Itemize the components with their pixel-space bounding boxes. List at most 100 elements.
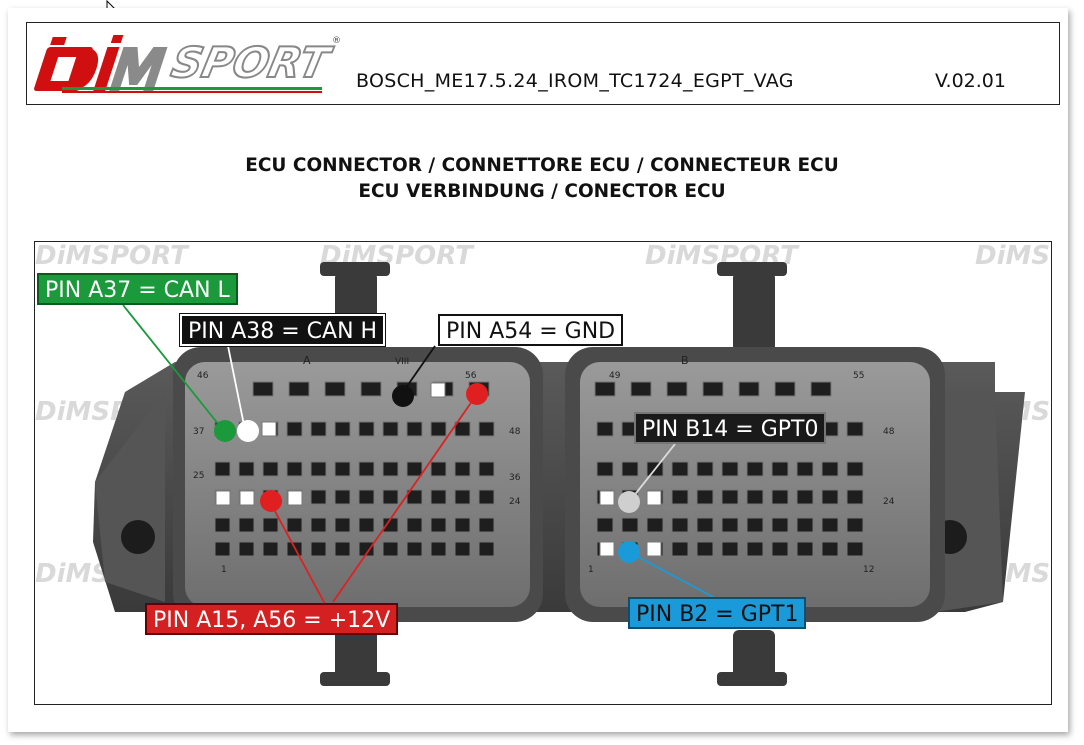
pin-socket	[596, 421, 614, 437]
mark-a-56: 56	[465, 371, 477, 381]
pin-socket	[696, 489, 714, 505]
pin-socket	[774, 381, 796, 397]
pin-marker-a38	[237, 420, 259, 442]
pin-socket	[406, 517, 423, 533]
pin-socket	[360, 381, 382, 397]
pin-socket	[621, 517, 639, 533]
highlight-square	[287, 490, 303, 506]
pin-socket	[334, 421, 351, 437]
mark-a-46: 46	[197, 371, 209, 381]
pin-socket	[358, 489, 375, 505]
pin-socket	[771, 461, 789, 477]
pin-socket	[334, 517, 351, 533]
leader-line-can-l	[122, 304, 224, 431]
pin-socket	[334, 461, 351, 477]
pin-socket	[671, 541, 689, 557]
highlight-square	[239, 490, 255, 506]
pin-socket	[430, 461, 447, 477]
pin-socket	[310, 517, 327, 533]
pin-socket	[821, 517, 839, 533]
pin-socket	[796, 489, 814, 505]
pin-socket	[334, 541, 351, 557]
label-pin-a37-can-l: PIN A37 = CAN L	[37, 273, 238, 305]
mark-b-1: 1	[588, 565, 594, 575]
pin-socket	[406, 541, 423, 557]
leader-line-12v-a56	[332, 393, 478, 603]
pin-socket	[454, 541, 471, 557]
label-pin-a15-a56-12v: PIN A15, A56 = +12V	[145, 603, 399, 635]
pin-socket	[430, 517, 447, 533]
pin-marker-a54	[392, 385, 414, 407]
pin-socket	[358, 421, 375, 437]
pin-socket	[358, 541, 375, 557]
pin-socket	[846, 541, 864, 557]
mark-a-letter: A	[303, 354, 311, 367]
highlight-square	[646, 490, 662, 506]
pin-markers	[214, 383, 640, 563]
pin-socket	[286, 421, 303, 437]
highlight-square	[430, 382, 446, 398]
pin-socket	[310, 541, 327, 557]
pin-socket	[478, 489, 495, 505]
mark-b-48: 48	[883, 427, 895, 437]
mark-a-36: 36	[509, 473, 521, 483]
pin-socket	[430, 421, 447, 437]
pin-socket	[454, 517, 471, 533]
label-pin-b2-gpt1: PIN B2 = GPT1	[628, 597, 807, 629]
pin-socket	[454, 489, 471, 505]
pin-marker-a56	[466, 383, 488, 405]
pin-socket	[702, 381, 724, 397]
mark-b-55: 55	[853, 371, 864, 381]
pin-socket	[696, 541, 714, 557]
pin-socket	[430, 541, 447, 557]
pin-socket	[746, 489, 764, 505]
pin-socket	[721, 517, 739, 533]
pin-socket	[310, 489, 327, 505]
pin-socket	[382, 489, 399, 505]
pin-socket	[478, 421, 495, 437]
pin-marker-a37	[214, 420, 236, 442]
pin-socket	[334, 489, 351, 505]
pin-socket	[310, 421, 327, 437]
label-pin-b14-gpt0: PIN B14 = GPT0	[634, 412, 827, 444]
mark-a-viii: VIII	[395, 357, 409, 367]
pin-socket	[214, 541, 231, 557]
mark-b-12: 12	[863, 565, 874, 575]
pin-socket	[746, 517, 764, 533]
pin-socket	[214, 461, 231, 477]
pin-socket	[771, 517, 789, 533]
pin-socket	[796, 541, 814, 557]
pin-socket	[721, 541, 739, 557]
pin-socket	[382, 541, 399, 557]
pin-socket	[430, 489, 447, 505]
pin-socket	[358, 461, 375, 477]
pin-socket	[286, 517, 303, 533]
pin-socket	[746, 461, 764, 477]
page-heading-line2: ECU VERBINDUNG / CONECTOR ECU	[358, 181, 726, 202]
watermark: DiMSPORT	[35, 242, 190, 271]
highlight-square	[599, 541, 615, 557]
pin-socket	[696, 461, 714, 477]
pin-socket	[671, 461, 689, 477]
pin-socket	[821, 461, 839, 477]
mark-a-1: 1	[221, 565, 227, 575]
pin-socket	[696, 517, 714, 533]
pin-socket	[238, 541, 255, 557]
pin-socket	[238, 517, 255, 533]
pin-socket	[262, 517, 279, 533]
pin-socket	[846, 517, 864, 533]
pin-socket	[406, 461, 423, 477]
pin-socket	[846, 489, 864, 505]
mark-a-24: 24	[509, 497, 521, 507]
mark-b-49: 49	[609, 371, 621, 381]
pin-socket	[214, 517, 231, 533]
highlight-square	[215, 490, 231, 506]
pin-socket	[796, 461, 814, 477]
pin-socket	[810, 381, 832, 397]
connector-illustration: DiMSPORT DiMSPORT DiMSPORT DiMSPORT DiMS…	[35, 242, 1051, 686]
pin-socket	[238, 461, 255, 477]
leader-line-gpt0	[628, 443, 676, 503]
mark-b-24: 24	[883, 497, 895, 507]
pin-socket	[596, 517, 614, 533]
leader-line-gpt1	[628, 551, 716, 599]
